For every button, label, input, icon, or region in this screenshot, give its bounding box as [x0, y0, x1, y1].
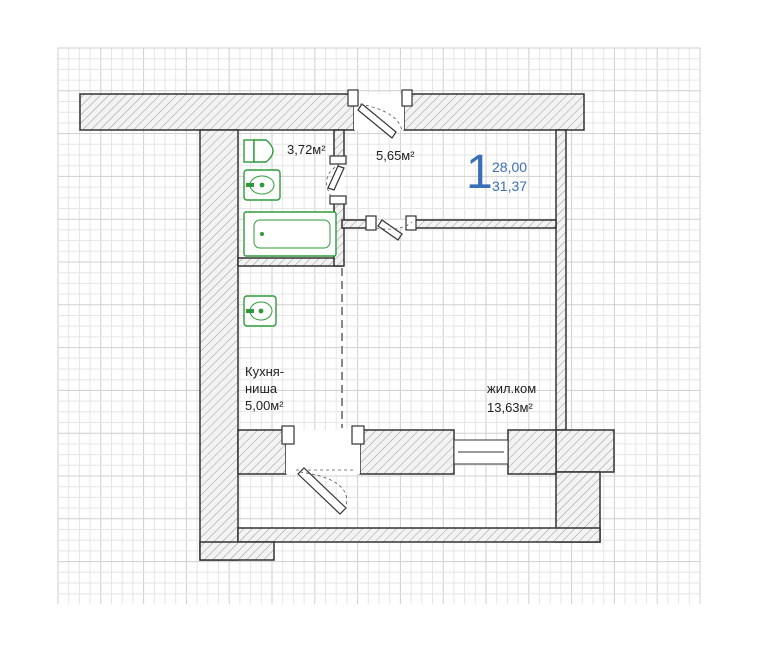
door-icon [281, 425, 365, 515]
wall-bottom [237, 527, 601, 543]
apartment-area-full: 31,37 [492, 178, 527, 194]
wall-mid-center [359, 429, 455, 475]
sink-icon [243, 169, 281, 201]
wall-mid-right [507, 429, 557, 475]
toilet-icon [243, 139, 274, 163]
background-grid [57, 47, 701, 604]
hall-area: 5,65м² [376, 148, 415, 163]
apartment-number: 1 [466, 146, 493, 199]
wall-right-outer [555, 129, 567, 431]
kitchen-name-line2: ниша [245, 381, 278, 396]
kitchen-area: 5,00м² [245, 398, 284, 413]
bathtub-icon [243, 211, 337, 257]
door-icon [347, 89, 413, 139]
wall-bottom-left [199, 541, 275, 561]
wall-top-right [403, 93, 585, 131]
living-name: жил.ком [487, 381, 536, 396]
wall-bath-kitchen [237, 257, 343, 267]
wall-right-step [555, 429, 615, 473]
sink-icon [243, 295, 277, 327]
living-area: 13,63м² [487, 400, 533, 415]
window-icon [453, 439, 509, 465]
walls [79, 93, 615, 561]
kitchen-name-line1: Кухня- [245, 364, 284, 379]
wall-hall-living-right [411, 219, 557, 229]
door-icon [365, 215, 417, 241]
wall-top-left [79, 93, 355, 131]
door-icon [326, 155, 347, 205]
wall-left-outer [199, 129, 239, 561]
bathroom-area: 3,72м² [287, 142, 326, 157]
apartment-area-total: 28,00 [492, 159, 527, 175]
wall-mid-left [237, 429, 287, 475]
